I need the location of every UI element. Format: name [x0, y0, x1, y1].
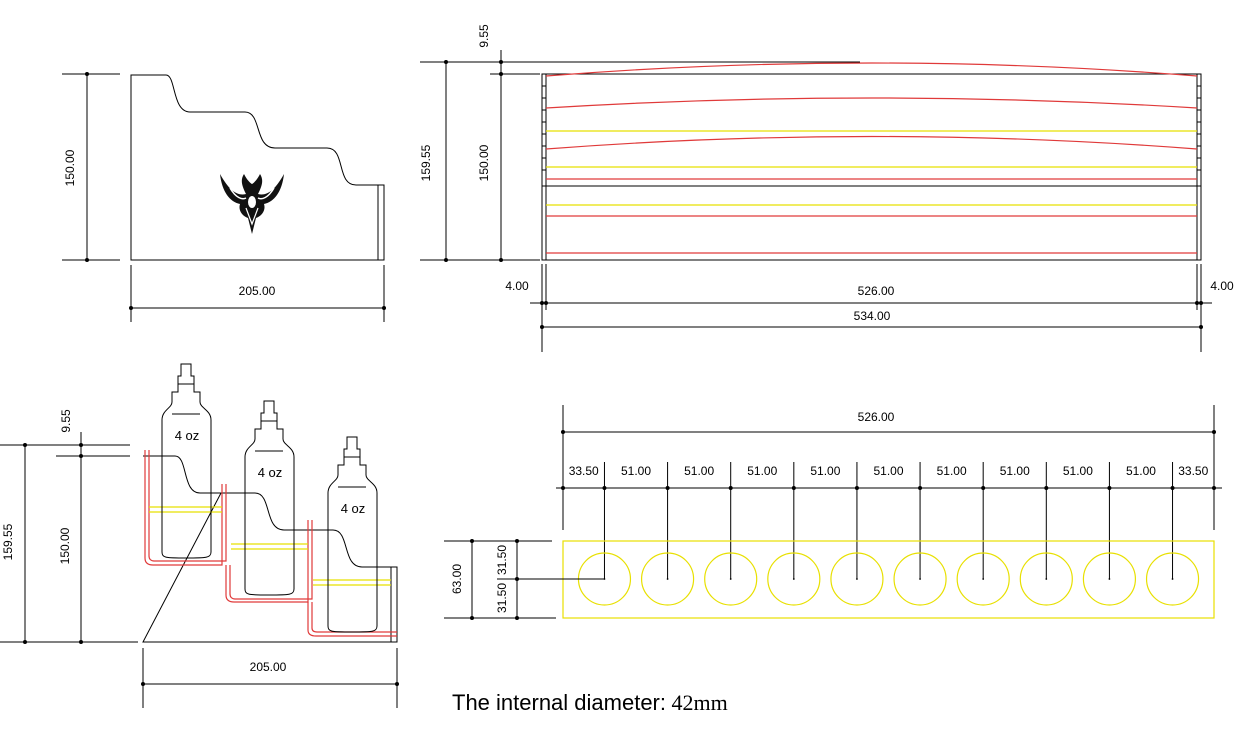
spacing-label: 51.00	[747, 464, 777, 478]
shelf-red-2b	[229, 520, 313, 600]
bottle-2-label: 4 oz	[258, 465, 283, 480]
hole-center-mark	[856, 578, 858, 580]
spacing-ticks	[561, 462, 1216, 579]
top-depth-label: 63.00	[450, 564, 464, 594]
assembly-inner-height-label: 150.00	[58, 527, 72, 564]
bottle-2: 4 oz	[244, 400, 295, 596]
spacing-tick-dot	[1107, 486, 1112, 490]
spacing-tick-dot	[1044, 486, 1049, 490]
top-overall-width-label: 526.00	[858, 410, 895, 424]
bottle-1: 4 oz	[161, 363, 212, 559]
top-view: 526.00 33.50 51.00 51.00 51.00 51.00 51.00 51.…	[444, 405, 1222, 620]
top-half-depth-top-label: 31.50	[495, 545, 509, 575]
hole-center-mark	[919, 578, 921, 580]
side-height-label: 150.00	[63, 149, 77, 186]
front-total-height-label: 159.55	[419, 144, 433, 181]
shelf-red-3	[307, 602, 397, 637]
right-tab-marks	[1197, 85, 1201, 171]
hole-center-mark	[982, 578, 985, 580]
bottle-hole	[1145, 552, 1200, 606]
spacing-label: 51.00	[1126, 464, 1156, 478]
spacing-tick-dot	[728, 486, 733, 490]
dim-tick	[382, 306, 386, 310]
front-outline	[541, 73, 1202, 261]
assembly-total-height-label: 159.55	[1, 523, 15, 560]
spacing-tick-dot	[791, 486, 796, 490]
dim-tick	[85, 258, 89, 262]
hole-center-mark	[603, 578, 606, 580]
side-view: 150.00 205.00	[62, 72, 386, 322]
front-inner-width-label: 526.00	[858, 284, 895, 298]
bottle-hole	[956, 552, 1010, 606]
bottle-hole	[767, 552, 821, 606]
assembly-view: 4 oz 4 oz 4 oz 9.55 159.55 150.00 2	[0, 363, 399, 708]
spacing-label: 51.00	[937, 464, 967, 478]
shelf-red-2	[225, 520, 309, 603]
bottle-1-label: 4 oz	[175, 428, 200, 443]
bottle-hole	[893, 552, 947, 606]
hole-center-mark	[1171, 578, 1174, 580]
hole-center-mark	[1108, 578, 1111, 580]
front-inner-height-label: 150.00	[477, 144, 491, 181]
bottle-hole	[640, 552, 695, 606]
front-top-gap-label: 9.55	[477, 24, 491, 48]
spacing-label: 51.00	[1063, 464, 1093, 478]
assembly-panel-outline	[142, 455, 398, 643]
shelf-curve-red	[545, 97, 1198, 109]
front-view: 9.55 159.55 150.00 4.00 4.00 526.00 534.…	[419, 24, 1234, 352]
shelf-curve-red	[545, 62, 1198, 77]
hole-center-mark	[729, 578, 732, 580]
spacing-tick-dot	[981, 486, 986, 490]
spacing-label: 33.50	[569, 464, 599, 478]
hole-center-mark	[1045, 578, 1048, 580]
bottle-3-label: 4 oz	[341, 501, 366, 516]
spacing-tick-dot	[602, 486, 607, 490]
bottle-3: 4 oz	[327, 436, 378, 633]
spacing-label: 51.00	[621, 464, 651, 478]
dim-tick	[129, 306, 133, 310]
spacing-tick-dot	[1212, 486, 1216, 490]
spacing-tick-dot	[918, 486, 923, 490]
internal-diameter-caption: The internal diameter: 42mm	[452, 690, 728, 716]
spacing-label: 51.00	[873, 464, 903, 478]
spacing-label: 51.00	[1000, 464, 1030, 478]
spacing-label: 51.00	[810, 464, 840, 478]
holes	[577, 552, 1200, 606]
shelf-red-1b	[148, 450, 227, 562]
caption-label: The internal diameter:	[452, 690, 666, 715]
bottle-hole	[704, 552, 758, 606]
top-half-depth-bottom-label: 31.50	[495, 583, 509, 613]
side-width-label: 205.00	[239, 284, 276, 298]
front-right-wall-label: 4.00	[1210, 279, 1234, 293]
bottle-hole	[1082, 552, 1137, 606]
spacing-tick-dot	[1170, 486, 1175, 490]
shelf-curve-red	[545, 135, 1198, 150]
shelf-red-1	[144, 450, 223, 566]
tribal-emblem-icon	[220, 174, 284, 234]
assembly-width-label: 205.00	[250, 660, 287, 674]
front-outer-width-label: 534.00	[854, 309, 891, 323]
spacing-labels: 33.50 51.00 51.00 51.00 51.00 51.00 51.00 51.00…	[569, 464, 1209, 478]
dim-tick	[85, 72, 89, 76]
spacing-tick-dot	[854, 486, 859, 490]
side-panel-outline	[130, 74, 385, 261]
spacing-label: 33.50	[1178, 464, 1208, 478]
spacing-label: 51.00	[684, 464, 714, 478]
left-tab-marks	[542, 85, 546, 171]
spacing-tick-dot	[561, 486, 565, 490]
caption-value: 42mm	[671, 690, 728, 715]
hole-center-mark	[792, 578, 795, 580]
bottle-hole	[830, 552, 884, 606]
shelf-red-3b	[311, 602, 397, 633]
spacing-tick-dot	[665, 486, 670, 490]
front-left-wall-label: 4.00	[505, 279, 529, 293]
bottle-hole	[1019, 552, 1073, 606]
top-plate-outline	[562, 540, 1215, 619]
hole-center-mark	[666, 578, 669, 580]
assembly-top-gap-label: 9.55	[59, 409, 73, 433]
